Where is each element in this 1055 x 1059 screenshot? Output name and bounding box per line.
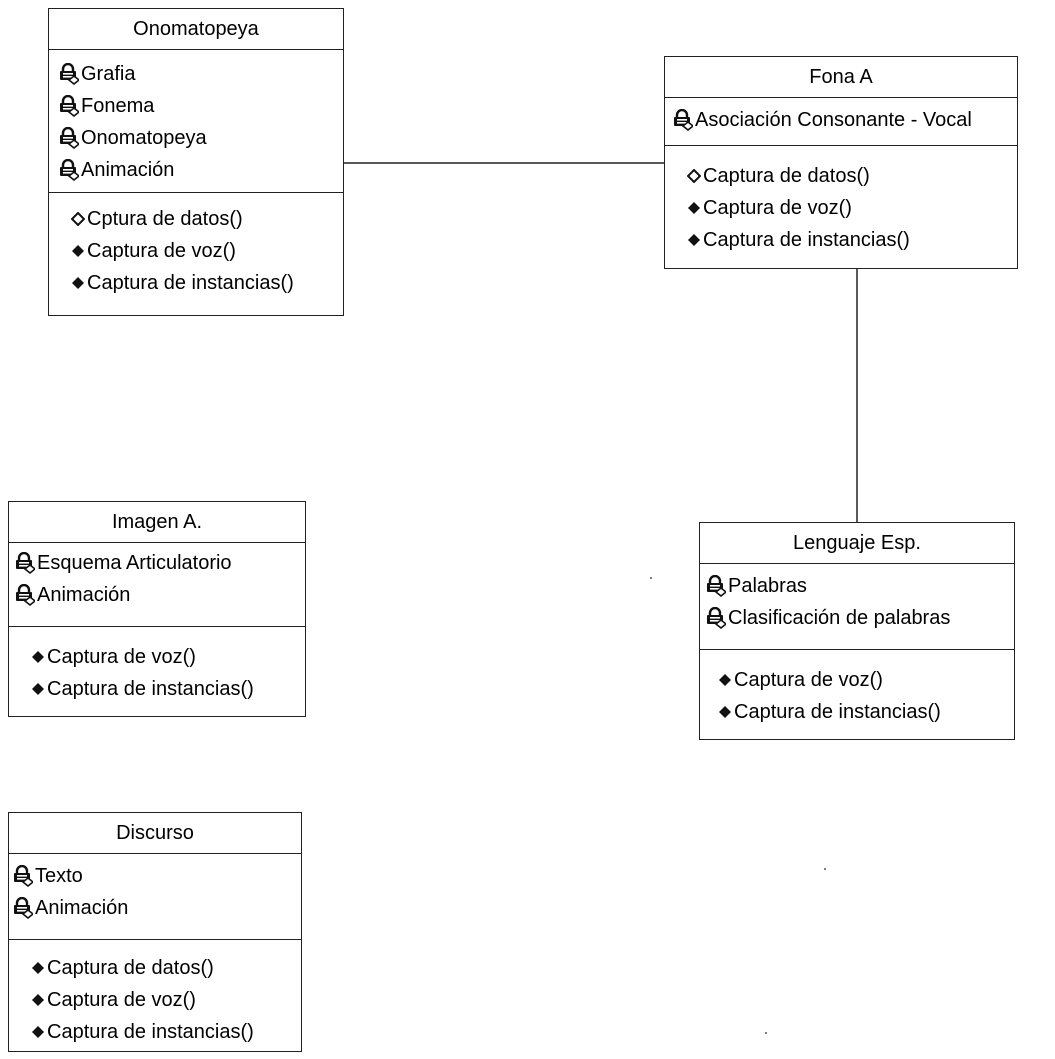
attribute-row: Onomatopeya <box>59 122 343 154</box>
public-method-diamond-icon <box>71 276 85 290</box>
methods-compartment: Captura de voz() Captura de instancias() <box>9 627 305 705</box>
public-method-diamond-icon <box>71 212 85 226</box>
public-method-diamond-icon <box>687 201 701 215</box>
scan-speck <box>824 868 826 870</box>
class-name: Discurso <box>9 813 301 854</box>
method-row: Captura de instancias() <box>31 1016 301 1048</box>
attribute-row: Fonema <box>59 90 343 122</box>
method-label: Cptura de datos() <box>87 208 243 230</box>
method-label: Captura de voz() <box>703 197 852 219</box>
method-label: Captura de instancias() <box>87 272 294 294</box>
private-attribute-lock-icon <box>15 552 35 574</box>
attribute-label: Texto <box>35 865 83 887</box>
attribute-row: Animación <box>59 154 343 186</box>
attribute-label: Fonema <box>81 95 155 117</box>
method-row: Captura de voz() <box>31 984 301 1016</box>
public-method-diamond-icon <box>71 244 85 258</box>
scan-speck <box>765 1032 767 1034</box>
class-name: Lenguaje Esp. <box>700 523 1014 564</box>
attribute-row: Grafia <box>59 58 343 90</box>
class-fona-a[interactable]: Fona A Asociación Consonante - Vocal Cap… <box>664 56 1018 269</box>
class-imagen-a[interactable]: Imagen A. Esquema Articulatorio Animació… <box>8 501 306 717</box>
method-label: Captura de voz() <box>47 646 196 668</box>
private-attribute-lock-icon <box>59 95 79 117</box>
class-name: Fona A <box>665 57 1017 98</box>
attribute-row: Asociación Consonante - Vocal <box>673 104 1017 136</box>
private-attribute-lock-icon <box>706 575 726 597</box>
method-row: Cptura de datos() <box>71 203 343 235</box>
method-label: Captura de instancias() <box>734 701 941 723</box>
methods-compartment: Captura de datos() Captura de voz() Capt… <box>9 940 301 1048</box>
method-label: Captura de datos() <box>47 957 214 979</box>
attribute-label: Animación <box>81 159 175 181</box>
method-label: Captura de instancias() <box>47 678 254 700</box>
attribute-row: Palabras <box>706 570 1014 602</box>
attribute-row: Clasificación de palabras <box>706 602 1014 634</box>
public-method-diamond-icon <box>31 650 45 664</box>
attribute-label: Grafia <box>81 63 136 85</box>
attributes-compartment: Esquema Articulatorio Animación <box>9 543 305 627</box>
public-method-diamond-icon <box>687 233 701 247</box>
attributes-compartment: Texto Animación <box>9 854 301 940</box>
method-row: Captura de voz() <box>687 192 1017 224</box>
methods-compartment: Captura de datos() Captura de voz() Capt… <box>665 146 1017 256</box>
attribute-label: Palabras <box>728 575 807 597</box>
method-row: Captura de instancias() <box>687 224 1017 256</box>
method-label: Captura de instancias() <box>703 229 910 251</box>
attribute-label: Onomatopeya <box>81 127 207 149</box>
method-label: Captura de voz() <box>87 240 236 262</box>
method-row: Captura de voz() <box>718 664 1014 696</box>
private-attribute-lock-icon <box>673 109 693 131</box>
public-method-diamond-icon <box>31 682 45 696</box>
private-attribute-lock-icon <box>13 865 33 887</box>
private-attribute-lock-icon <box>15 584 35 606</box>
attributes-compartment: Asociación Consonante - Vocal <box>665 98 1017 146</box>
attribute-label: Clasificación de palabras <box>728 607 951 629</box>
attribute-label: Animación <box>37 584 131 606</box>
public-method-diamond-icon <box>31 961 45 975</box>
method-row: Captura de datos() <box>31 952 301 984</box>
public-method-diamond-icon <box>31 1025 45 1039</box>
private-attribute-lock-icon <box>59 63 79 85</box>
methods-compartment: Cptura de datos() Captura de voz() Captu… <box>49 193 343 299</box>
method-label: Captura de instancias() <box>47 1021 254 1043</box>
class-discurso[interactable]: Discurso Texto Animación Captura de dato… <box>8 812 302 1052</box>
private-attribute-lock-icon <box>706 607 726 629</box>
method-label: Captura de voz() <box>47 989 196 1011</box>
public-method-diamond-icon <box>31 993 45 1007</box>
method-row: Captura de voz() <box>71 235 343 267</box>
method-row: Captura de voz() <box>31 641 305 673</box>
methods-compartment: Captura de voz() Captura de instancias() <box>700 650 1014 728</box>
attribute-row: Animación <box>15 579 305 611</box>
private-attribute-lock-icon <box>59 159 79 181</box>
class-lenguaje-esp[interactable]: Lenguaje Esp. Palabras Clasificación de … <box>699 522 1015 740</box>
method-label: Captura de voz() <box>734 669 883 691</box>
attributes-compartment: Grafia Fonema Onomatopeya Animación <box>49 50 343 193</box>
method-row: Captura de instancias() <box>71 267 343 299</box>
attribute-row: Esquema Articulatorio <box>15 547 305 579</box>
class-name: Imagen A. <box>9 502 305 543</box>
public-method-diamond-icon <box>718 705 732 719</box>
method-label: Captura de datos() <box>703 165 870 187</box>
attribute-label: Animación <box>35 897 129 919</box>
public-method-diamond-icon <box>687 169 701 183</box>
class-onomatopeya[interactable]: Onomatopeya Grafia Fonema Onomatopeya An… <box>48 8 344 316</box>
private-attribute-lock-icon <box>59 127 79 149</box>
method-row: Captura de datos() <box>687 160 1017 192</box>
method-row: Captura de instancias() <box>31 673 305 705</box>
method-row: Captura de instancias() <box>718 696 1014 728</box>
attributes-compartment: Palabras Clasificación de palabras <box>700 564 1014 650</box>
private-attribute-lock-icon <box>13 897 33 919</box>
attribute-label: Esquema Articulatorio <box>37 552 232 574</box>
attribute-row: Texto <box>13 860 301 892</box>
public-method-diamond-icon <box>718 673 732 687</box>
scan-speck <box>650 577 652 579</box>
attribute-row: Animación <box>13 892 301 924</box>
class-name: Onomatopeya <box>49 9 343 50</box>
attribute-label: Asociación Consonante - Vocal <box>695 109 972 131</box>
